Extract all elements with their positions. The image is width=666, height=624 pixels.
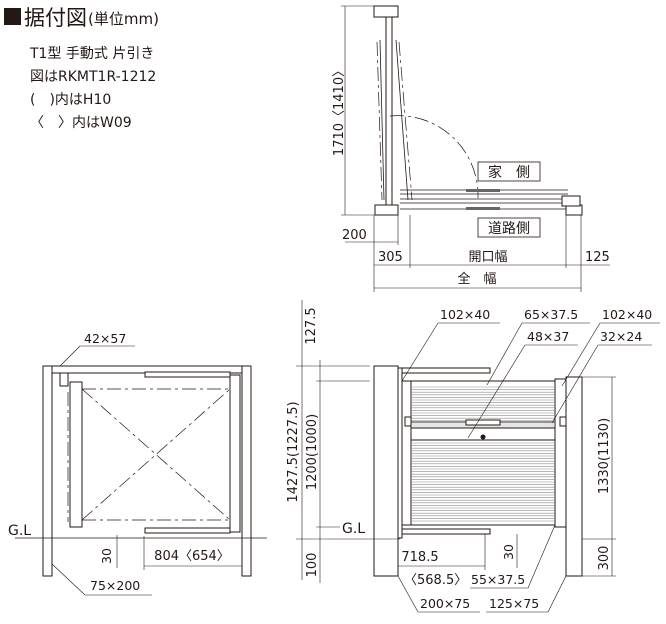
diagonal-a bbox=[81, 388, 231, 521]
total-width: 全 幅 bbox=[457, 271, 496, 287]
dim-718-5: 718.5 bbox=[401, 550, 438, 565]
post-right bbox=[241, 365, 252, 577]
road-side-label: 道路側 bbox=[488, 221, 530, 237]
label-65x37-5: 65×37.5 bbox=[524, 307, 578, 322]
dim-127-5: 127.5 bbox=[304, 307, 319, 344]
front-post-left bbox=[373, 365, 399, 577]
dim-100: 100 bbox=[305, 553, 320, 578]
gate-right-column bbox=[229, 374, 241, 533]
front-dim-30: 30 bbox=[501, 544, 516, 560]
note-model: T1型 手動式 片引き bbox=[29, 46, 154, 62]
side-dim-30: 30 bbox=[99, 548, 114, 564]
dim-305: 305 bbox=[378, 250, 403, 265]
dim-1427-5: 1427.5(1227.5) bbox=[286, 401, 301, 502]
plan-height-dim: 1710〈1410〉 bbox=[332, 64, 347, 156]
front-post-right bbox=[565, 376, 583, 577]
gate-slats bbox=[411, 386, 555, 522]
note-w09: 〈 〉内はW09 bbox=[30, 115, 132, 131]
diagonal-b bbox=[81, 388, 231, 521]
dim-125: 125 bbox=[585, 250, 610, 265]
label-125x75: 125×75 bbox=[489, 596, 539, 611]
title-block: 据付図 (単位mm) T1型 手動式 片引き 図はRKMT1R-1212 ( )… bbox=[4, 6, 159, 131]
label-48x37: 48×37 bbox=[527, 329, 569, 344]
gate-frame-left bbox=[401, 380, 412, 526]
side-width-dim: 804〈654〉 bbox=[154, 549, 230, 564]
side-view: G.L 42×57 75×200 30 804〈654〉 bbox=[8, 331, 267, 596]
swing-arc bbox=[389, 115, 479, 199]
dim-300: 300 bbox=[597, 546, 612, 571]
dim-200: 200 bbox=[342, 228, 367, 243]
note-h10: ( )内はH10 bbox=[30, 92, 111, 108]
label-42x57: 42×57 bbox=[84, 331, 126, 346]
label-55x37-5: 55×37.5 bbox=[471, 572, 525, 587]
title-marker bbox=[4, 8, 21, 25]
front-view: 127.5 1427.5(1227.5) 1200(1000) 100 G.L … bbox=[286, 300, 660, 613]
front-gl-label: G.L bbox=[342, 521, 365, 537]
dim-1200: 1200(1000) bbox=[305, 414, 320, 490]
house-side-box bbox=[477, 161, 541, 182]
label-75x200: 75×200 bbox=[90, 578, 140, 593]
note-figure: 図はRKMT1R-1212 bbox=[30, 69, 156, 85]
plan-view: 1710〈1410〉 家 側 道路側 200 305 開口幅 125 全 幅 bbox=[332, 5, 610, 292]
road-side-box bbox=[477, 217, 541, 238]
title-unit: (単位mm) bbox=[88, 10, 159, 28]
side-gl-label: G.L bbox=[8, 523, 31, 539]
label-32x24: 32×24 bbox=[600, 329, 642, 344]
dim-568-5: 〈568.5〉 bbox=[404, 573, 467, 588]
label-102x40-left: 102×40 bbox=[440, 307, 490, 322]
gate-left-column bbox=[69, 381, 83, 528]
lock-icon bbox=[480, 434, 486, 440]
label-102x40-right: 102×40 bbox=[602, 307, 652, 322]
pole bbox=[385, 16, 393, 206]
title-main: 据付図 bbox=[24, 6, 87, 30]
house-side-label: 家 側 bbox=[488, 164, 530, 181]
dim-1330: 1330(1130) bbox=[597, 418, 612, 494]
base-left bbox=[374, 204, 399, 216]
opening-width: 開口幅 bbox=[468, 250, 507, 265]
label-200x75: 200×75 bbox=[420, 596, 470, 611]
post-left bbox=[42, 365, 53, 577]
post-cap bbox=[373, 5, 399, 18]
